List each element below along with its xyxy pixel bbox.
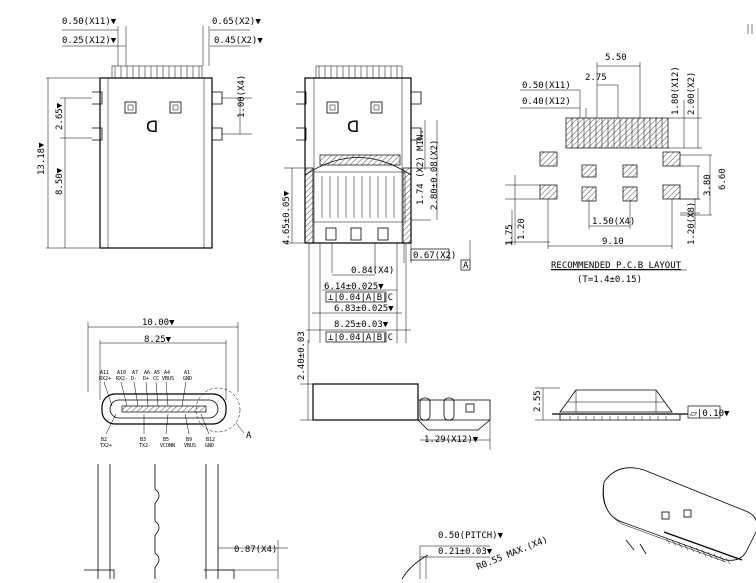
dim-label: 2.75 [585, 73, 607, 83]
top-view-section: ᗡ 1.74 (X2) MIN. 2.80±0.08(X2) 4.65±0.05… [282, 65, 471, 343]
pin-label: B3 [140, 437, 146, 443]
tolerance-frame: ⟂|0.04|A|B|C [328, 293, 393, 303]
dim-label: 8.50▼ [55, 167, 65, 195]
logo-mark: ᗡ [146, 117, 158, 136]
dim-label: 0.67(X2) [413, 251, 456, 261]
front-view: 10.00▼ 8.25▼ A A11 RX2+ A10 RX2- A7 D- A… [87, 318, 252, 449]
dim-label: 1.00(X4) [237, 75, 247, 118]
pin-label: D- [131, 376, 137, 382]
pin-label: A5 [154, 370, 160, 376]
dim-label: 6.60 [718, 168, 728, 190]
dim-label: 2.80±0.08(X2) [430, 140, 440, 210]
dim-label: 0.45(X2)▼ [214, 36, 263, 46]
dim-label: 0.50(X11) [522, 81, 571, 91]
flatness-frame: ⏥|0.10▼ [690, 409, 730, 419]
dim-label: 8.25▼ [144, 335, 172, 345]
dim-label: 0.21±0.03▼ [438, 547, 493, 557]
dim-label: 10.00▼ [142, 318, 175, 328]
pin-label: TX2+ [100, 443, 112, 449]
receptacle-opening [101, 393, 227, 425]
pin-label: D+ [143, 376, 149, 382]
side-view-right: 2.55 ⏥|0.10▼ [533, 387, 730, 421]
dim-label: 13.18▼ [37, 142, 47, 175]
dim-label: 0.40(X12) [522, 97, 571, 107]
bottom-detail-pitch: 0.50(PITCH)▼ 0.21±0.03▼ R0.55 MAX.(X4) [401, 531, 549, 580]
logo-mark: ᗡ [347, 117, 359, 136]
pin-label: VCONN [160, 443, 175, 449]
dim-label: 1.80(X12) [671, 66, 681, 115]
pin-label: GND [205, 443, 214, 449]
pin-label: B12 [206, 437, 215, 443]
dim-label: 9.10 [602, 237, 624, 247]
top-view-left: ᗡ 0.50(X11)▼ 0.25(X12)▼ 0.65(X2)▼ 0.45(X… [37, 17, 263, 249]
pin-pads [565, 117, 669, 149]
dim-label: 2.00(X2) [687, 72, 697, 115]
pin-label: A6 [144, 370, 150, 376]
bottom-detail-left: 0.87(X4) [84, 464, 288, 580]
layout-subtitle: (T=1.4±0.15) [577, 275, 642, 285]
pin-label: B2 [101, 437, 107, 443]
shell-outline [99, 77, 213, 249]
dim-label: 1.75 [505, 224, 515, 246]
side-view: 2.40±0.03 1.29(X12)▼ [297, 331, 491, 450]
dim-label: 3.80 [703, 174, 713, 196]
dim-label: 1.74 (X2) MIN. [416, 129, 426, 205]
dim-label: 1.29(X12)▼ [424, 435, 479, 445]
dim-label: 1.50(X4) [592, 217, 635, 227]
pin-label: A7 [132, 370, 138, 376]
marker-square [124, 101, 137, 114]
dim-label: 0.65(X2)▼ [212, 17, 261, 27]
pin-label: A1 [184, 370, 190, 376]
pin-label: RX2+ [99, 376, 111, 382]
pcb-layout: 5.50 2.75 0.50(X11) 0.40(X12) 1.80(X12) … [505, 53, 728, 285]
layout-title: RECOMMENDED P.C.B LAYOUT [551, 261, 682, 271]
pin-label: A4 [164, 370, 170, 376]
dim-label: 2.55 [533, 390, 543, 412]
pin-label: A11 [100, 370, 109, 376]
dim-label: 1.20 [517, 218, 527, 240]
dim-label: 6.83±0.025▼ [334, 304, 394, 314]
pin-label: VBUS [184, 443, 196, 449]
dim-label: 8.25±0.03▼ [334, 320, 389, 330]
pin-label: A10 [117, 370, 126, 376]
marker-square [169, 101, 182, 114]
datum-label: A [463, 261, 469, 271]
pin-label: VBUS [162, 376, 174, 382]
pin-label: GND [183, 376, 192, 382]
dim-label: 0.50(PITCH)▼ [438, 531, 504, 541]
pin-label: TX2- [139, 443, 151, 449]
dim-label: 0.25(X12)▼ [62, 36, 117, 46]
pin-row-top [111, 65, 203, 79]
dim-label: 6.14±0.025▼ [324, 282, 384, 292]
dim-label: 4.65±0.05▼ [282, 190, 292, 245]
dim-label: 0.84(X4) [351, 266, 394, 276]
dim-label: 0.50(X11)▼ [62, 17, 117, 27]
pin-label: B5 [163, 437, 169, 443]
dim-label: 5.50 [605, 53, 627, 63]
dim-label: 1.20(X8) [687, 202, 697, 245]
dim-label: 0.87(X4) [234, 545, 277, 555]
isometric-view [602, 467, 756, 565]
dim-label: 2.65▼ [55, 102, 65, 130]
pin-label: B9 [186, 437, 192, 443]
tolerance-frame: ⟂|0.04|A|B|C [328, 333, 393, 343]
pin-label: CC [153, 376, 159, 382]
callout-label: A [246, 431, 252, 441]
pin-label: RX2- [116, 376, 128, 382]
dim-label: 2.40±0.03 [297, 331, 307, 380]
